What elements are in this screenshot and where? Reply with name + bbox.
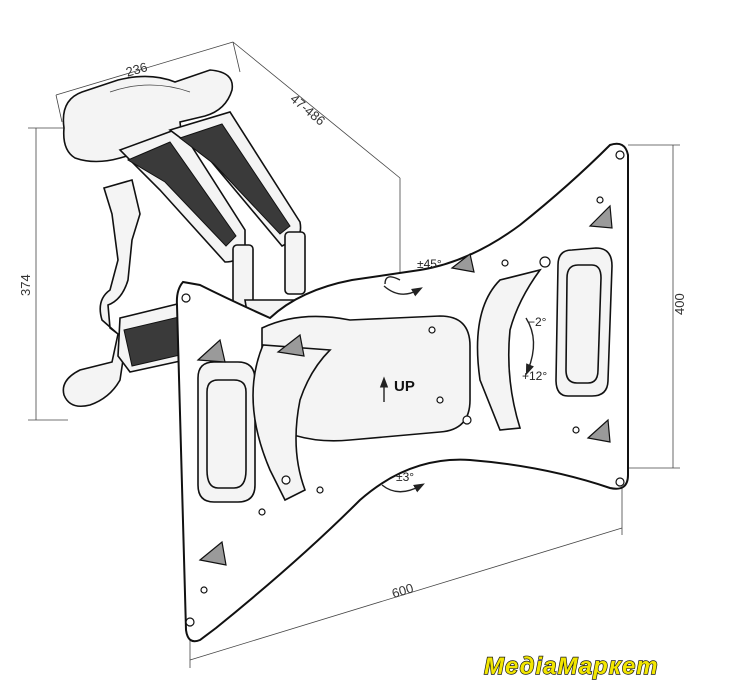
angle-tilt-up-label: +12° — [522, 369, 547, 383]
rotation-arrow-icon — [383, 285, 423, 297]
tilt-arrow-icon — [525, 317, 535, 376]
dim-label-47-486: 47-486 — [287, 91, 328, 129]
dim-label-236: 236 — [124, 59, 149, 79]
rotation-arrow-icon — [384, 276, 401, 285]
angle-rotation: ±3° — [381, 470, 425, 493]
angle-tilt-down-label: −2° — [528, 315, 547, 329]
triangle-marker — [198, 540, 227, 566]
tv-plate — [175, 142, 629, 643]
triangle-marker — [276, 333, 305, 357]
dimension-height-plate: 400 — [628, 144, 687, 469]
dimension-width-plate: 600 — [189, 488, 623, 668]
angle-swivel-label: ±45° — [417, 257, 442, 271]
mounting-holes — [181, 150, 625, 627]
dim-label-600: 600 — [390, 580, 415, 601]
angle-rotation-label: ±3° — [396, 470, 414, 484]
brand-logo: МедіаМаркет — [483, 652, 659, 680]
dimension-width-top: 236 — [55, 41, 241, 123]
triangle-marker — [588, 204, 613, 229]
triangle-marker — [586, 418, 611, 443]
up-indicator: UP — [379, 376, 415, 402]
dim-label-374: 374 — [18, 274, 33, 296]
logo-text: МедіаМаркет — [484, 653, 659, 680]
rotation-arrow-icon — [381, 483, 425, 493]
dimension-height-wall: 374 — [18, 127, 68, 421]
up-label: UP — [394, 378, 415, 395]
angle-tilt: −2° +12° — [522, 315, 547, 383]
triangle-marker — [196, 338, 226, 363]
dim-label-400: 400 — [672, 293, 687, 315]
triangle-marker — [450, 252, 475, 273]
angle-swivel: ±45° — [383, 257, 442, 297]
